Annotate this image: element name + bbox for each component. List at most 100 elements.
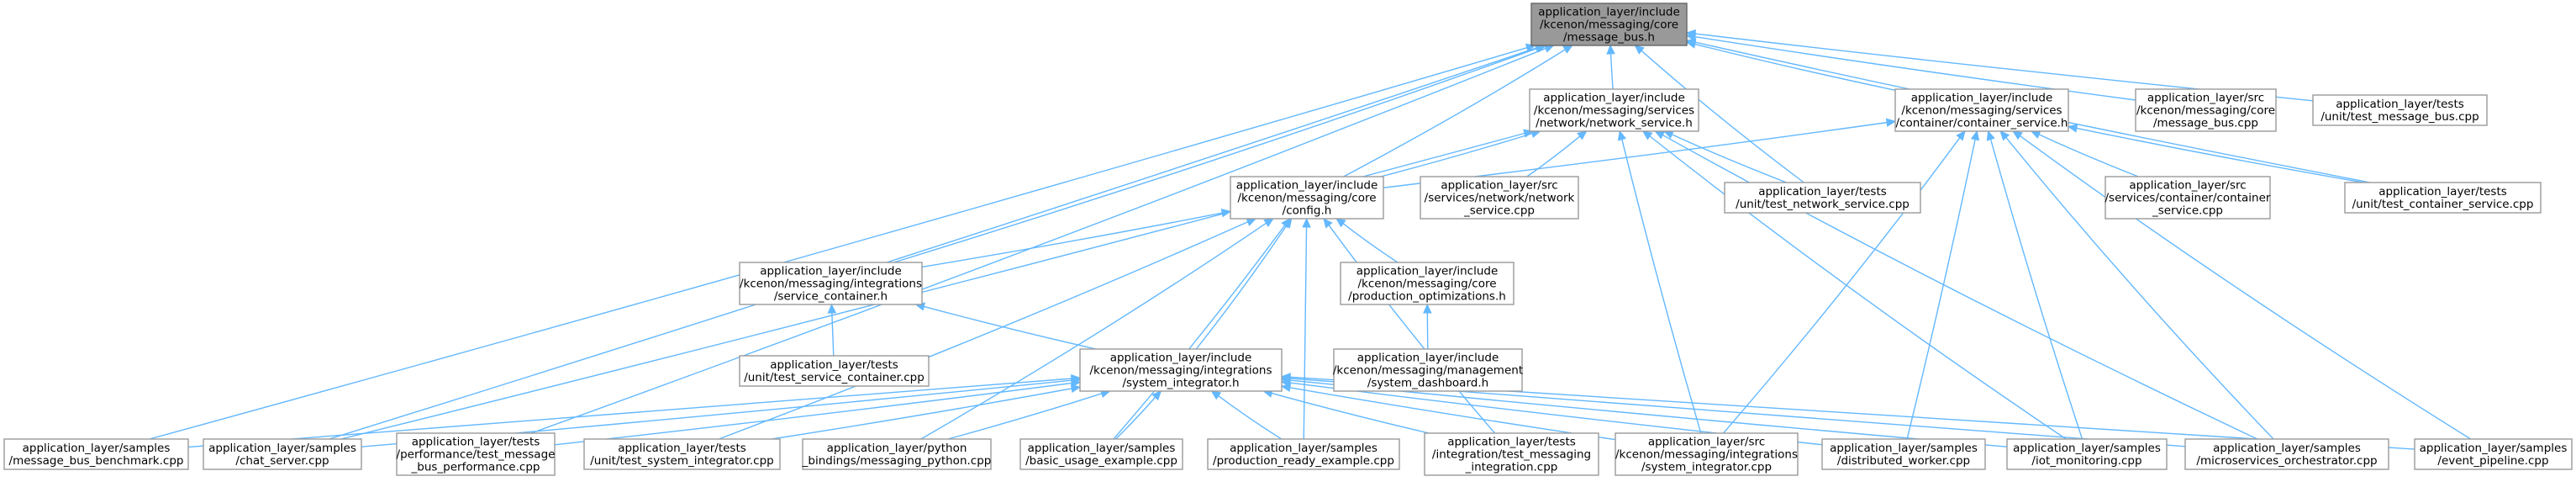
node-box[interactable]: [1207, 438, 1400, 470]
node-network_service_h[interactable]: application_layer/include/kcenon/messagi…: [1529, 88, 1699, 132]
node-label-line: /performance/test_message: [397, 448, 556, 462]
edge-line: [1989, 139, 2083, 440]
node-src_system_integrator_cpp[interactable]: application_layer/src/kcenon/messaging/i…: [1615, 432, 1799, 476]
node-label-line: application_layer/samples: [1028, 442, 1176, 455]
node-container_service_h[interactable]: application_layer/include/kcenon/messagi…: [1894, 88, 2069, 132]
node-system_dashboard_h[interactable]: application_layer/include/kcenon/messagi…: [1333, 348, 1523, 392]
node-label-line: /network/network_service.h: [1536, 117, 1693, 130]
node-box[interactable]: [1079, 348, 1283, 392]
edge-arrowhead: [2067, 124, 2078, 133]
edge-line: [1694, 36, 2136, 101]
node-box[interactable]: [583, 438, 781, 470]
node-box[interactable]: [1424, 432, 1599, 476]
node-src_network_service_cpp[interactable]: application_layer/src/services/network/n…: [1420, 176, 1579, 220]
node-message_bus_h[interactable]: application_layer/include/kcenon/messagi…: [1530, 3, 1688, 46]
edge-arrowhead: [1885, 118, 1897, 127]
node-iot_monitoring_cpp[interactable]: application_layer/samples/iot_monitoring…: [2006, 438, 2168, 470]
node-box[interactable]: [2344, 182, 2542, 214]
edge-test_messaging_integration_cpp-to-config_h: [1323, 218, 1496, 434]
node-messaging_python_cpp[interactable]: application_layer/python_bindings/messag…: [802, 438, 992, 470]
edge-arrowhead: [2030, 130, 2041, 139]
edge-line: [772, 388, 1072, 440]
node-box[interactable]: [1615, 432, 1799, 476]
node-test_message_bus_cpp[interactable]: application_layer/tests/unit/test_messag…: [2312, 94, 2488, 126]
node-box[interactable]: [3, 438, 189, 470]
node-label-line: /integration/test_messaging: [1432, 448, 1591, 462]
node-chat_server_cpp[interactable]: application_layer/samples/chat_server.cp…: [203, 438, 362, 470]
node-src_container_service_cpp[interactable]: application_layer/src/services/container…: [2105, 176, 2271, 220]
node-box[interactable]: [2414, 438, 2573, 470]
node-message_bus_benchmark_cpp[interactable]: application_layer/samples/message_bus_be…: [3, 438, 189, 470]
edge-arrowhead: [1634, 45, 1645, 55]
node-box[interactable]: [1530, 3, 1688, 46]
node-test_messaging_integration_cpp[interactable]: application_layer/tests/integration/test…: [1424, 432, 1599, 476]
node-box[interactable]: [739, 262, 923, 305]
node-basic_usage_example_cpp[interactable]: application_layer/samples/basic_usage_ex…: [1019, 438, 1183, 470]
edge-basic_usage_example_cpp-to-system_integrator_h: [1115, 390, 1162, 440]
node-system_integrator_h[interactable]: application_layer/include/kcenon/messagi…: [1079, 348, 1283, 392]
node-production_optimizations_h[interactable]: application_layer/include/kcenon/messagi…: [1340, 262, 1515, 305]
node-box[interactable]: [2184, 438, 2389, 470]
node-box[interactable]: [2135, 88, 2277, 132]
node-test_system_integrator_cpp[interactable]: application_layer/tests/unit/test_system…: [583, 438, 781, 470]
node-microservices_orchestrator_cpp[interactable]: application_layer/samples/microservices_…: [2184, 438, 2389, 470]
node-label-line: /message_bus.cpp: [2153, 117, 2258, 130]
node-src_message_bus_cpp[interactable]: application_layer/src/kcenon/messaging/c…: [2135, 88, 2277, 132]
node-box[interactable]: [1724, 182, 1921, 214]
node-box[interactable]: [1821, 438, 1986, 470]
edge-iot_monitoring_cpp-to-container_service_h: [1986, 130, 2083, 440]
edge-line: [1342, 223, 1399, 263]
node-distributed_worker_cpp[interactable]: application_layer/samples/distributed_wo…: [1821, 438, 1986, 470]
node-box[interactable]: [396, 432, 556, 476]
node-label-line: /message_bus_benchmark.cpp: [9, 454, 184, 468]
edge-line: [2076, 127, 2363, 183]
node-box[interactable]: [2006, 438, 2168, 470]
edge-arrowhead: [1986, 130, 1995, 141]
node-box[interactable]: [802, 438, 992, 470]
edge-arrowhead: [1685, 29, 1697, 39]
node-box[interactable]: [1340, 262, 1515, 305]
edge-arrowhead: [1685, 38, 1697, 47]
node-box[interactable]: [1894, 88, 2069, 132]
edge-system_dashboard_h-to-production_optimizations_h: [1423, 303, 1432, 350]
node-box[interactable]: [2312, 94, 2488, 126]
node-box[interactable]: [203, 438, 362, 470]
edge-test_network_service_cpp-to-message_bus_h: [1634, 45, 1804, 183]
node-config_h[interactable]: application_layer/include/kcenon/messagi…: [1230, 176, 1384, 220]
node-box[interactable]: [1420, 176, 1579, 220]
node-test_network_service_cpp[interactable]: application_layer/tests/unit/test_networ…: [1724, 182, 1921, 214]
edge-test_message_bus_performance_cpp-to-message_bus_h: [530, 44, 1555, 434]
edge-src_network_service_cpp-to-network_service_h: [1526, 130, 1588, 177]
node-test_container_service_cpp[interactable]: application_layer/tests/unit/test_contai…: [2344, 182, 2542, 214]
node-label-line: application_layer/samples: [208, 442, 356, 455]
node-event_pipeline_cpp[interactable]: application_layer/samples/event_pipeline…: [2414, 438, 2573, 470]
edge-line: [1115, 396, 1156, 440]
edge-test_system_integrator_cpp-to-config_h: [719, 218, 1257, 440]
node-label-line: /production_optimizations.h: [1348, 290, 1506, 304]
node-box[interactable]: [739, 355, 930, 387]
edge-arrowhead: [1210, 390, 1222, 400]
node-box[interactable]: [2105, 176, 2271, 220]
node-box[interactable]: [1019, 438, 1183, 470]
node-label-line: /system_dashboard.h: [1367, 377, 1488, 390]
node-box[interactable]: [1230, 176, 1384, 220]
node-label-line: /message_bus.h: [1563, 31, 1655, 45]
node-label-line: application_layer/samples: [1830, 442, 1978, 455]
node-label-line: application_layer/include: [1911, 92, 2053, 105]
node-production_ready_example_cpp[interactable]: application_layer/samples/production_rea…: [1207, 438, 1400, 470]
node-label-line: application_layer/tests: [618, 442, 746, 455]
node-label-line: application_layer/src: [1441, 179, 1557, 193]
node-label-line: /system_integrator.cpp: [1641, 461, 1772, 474]
node-box[interactable]: [1333, 348, 1523, 392]
edge-line: [1672, 134, 1787, 183]
node-label-line: /unit/test_container_service.cpp: [2352, 198, 2534, 211]
node-label-line: application_layer/include: [1236, 179, 1378, 193]
node-label-line: /unit/test_service_container.cpp: [744, 371, 925, 384]
node-box[interactable]: [1529, 88, 1699, 132]
node-test_message_bus_performance_cpp[interactable]: application_layer/tests/performance/test…: [396, 432, 556, 476]
node-label-line: application_layer/include: [760, 265, 902, 278]
node-test_service_container_cpp[interactable]: application_layer/tests/unit/test_servic…: [739, 355, 930, 387]
edge-test_container_service_cpp-to-container_service_h: [2067, 124, 2363, 183]
node-label-line: application_layer/tests: [2378, 185, 2507, 199]
node-service_container_h[interactable]: application_layer/include/kcenon/messagi…: [739, 262, 923, 305]
